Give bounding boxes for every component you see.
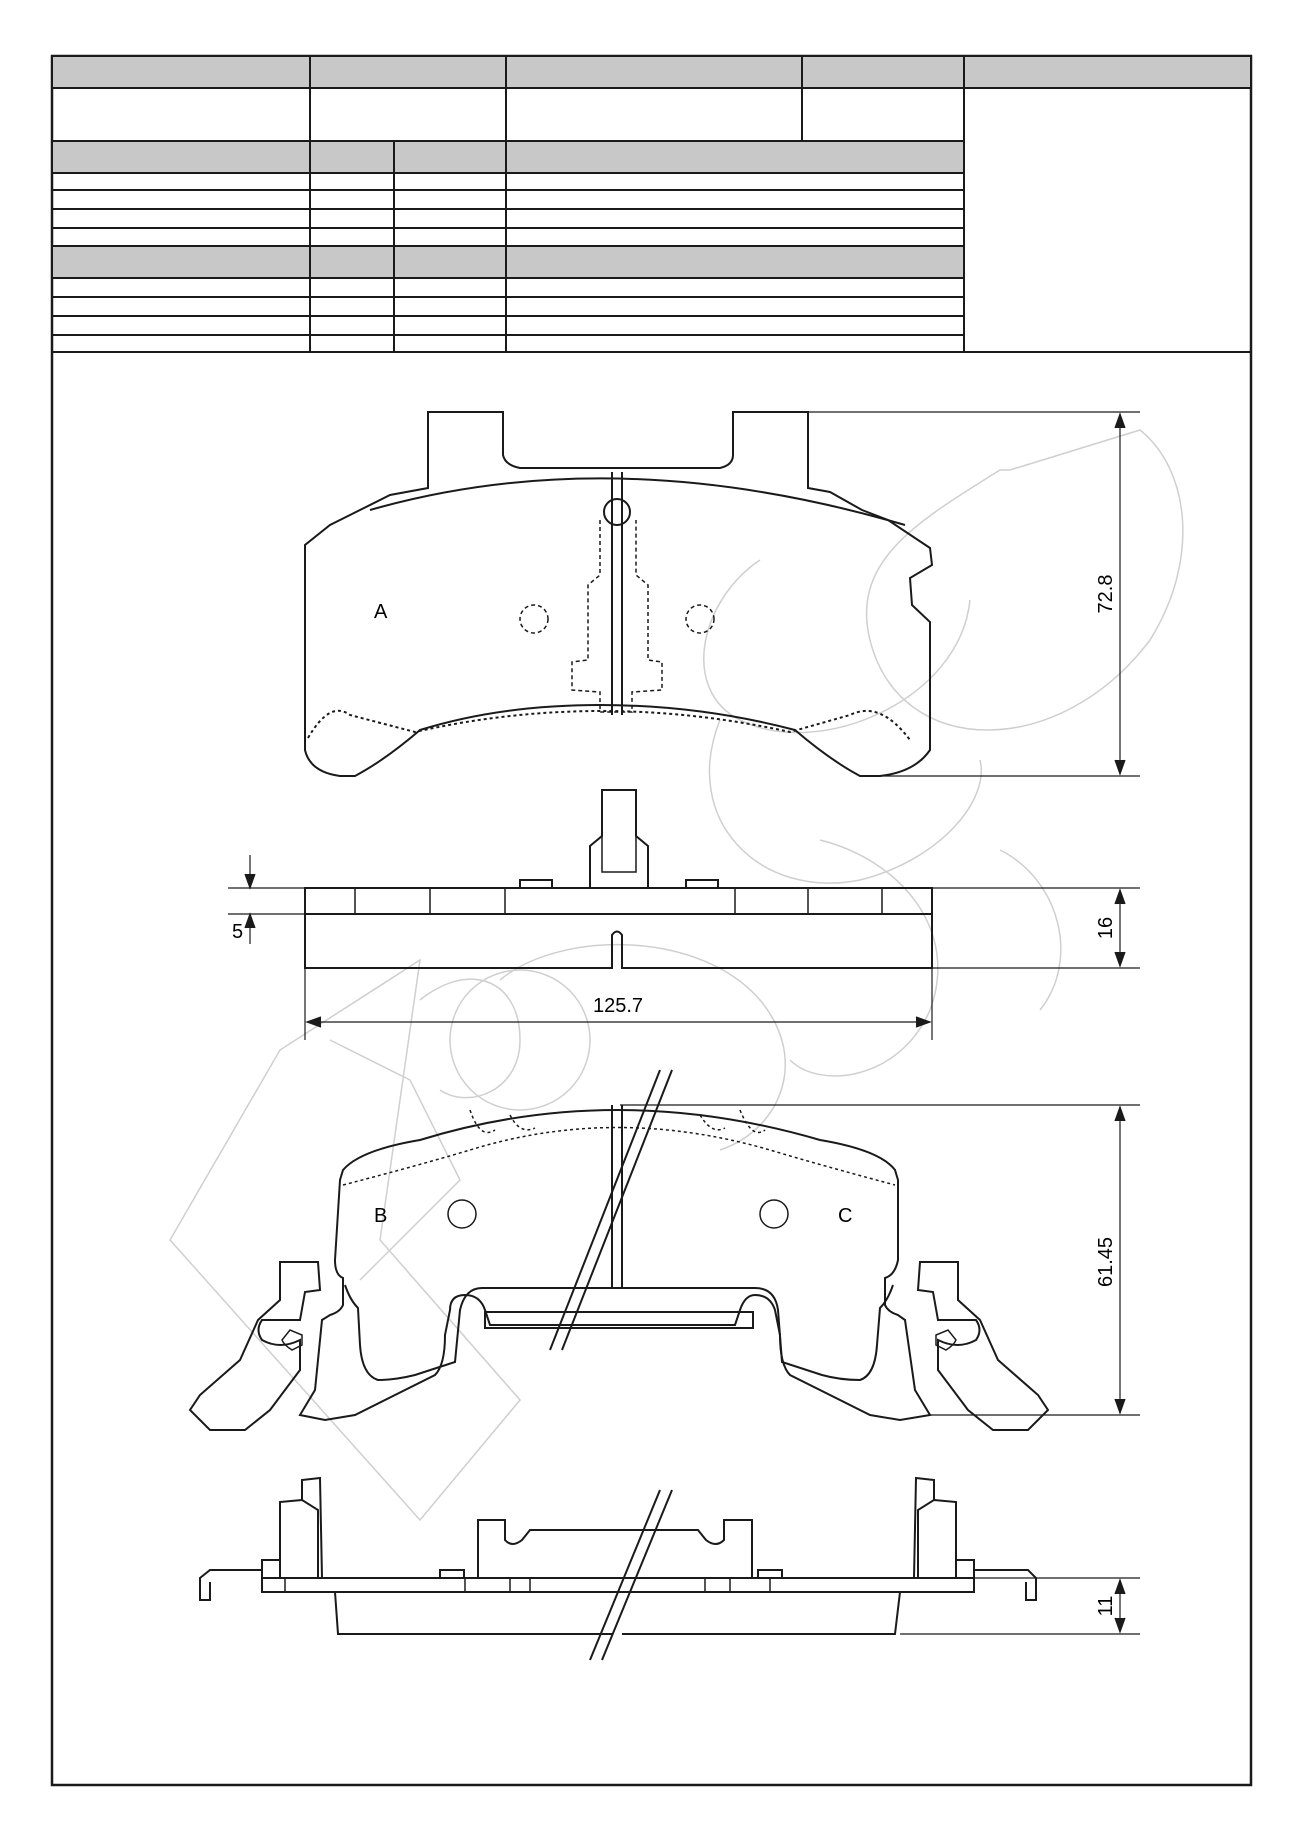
rear-plate-outline [298,1109,932,1422]
dimension-label-72-8: 72.8 [1095,575,1117,614]
dimension-width [304,968,933,1040]
dimension-height-bottom [620,1104,1140,1416]
break-line-2 [561,1069,673,1351]
rear-hole-left [447,1199,477,1229]
dimension-label-11: 11 [1095,1596,1117,1617]
spec-header-row-2 [51,245,965,279]
dimension-label-16: 16 [1095,917,1117,939]
centre-pin-hole [603,498,631,526]
dimension-label-125-7: 125.7 [593,995,643,1017]
bottom-clip-right [913,1476,1037,1601]
clip-right [916,1261,1050,1431]
dimension-label-5: 5 [232,921,243,943]
title-header-row [51,55,1252,89]
dimension-height-top [808,411,1140,777]
friction-top-arc [369,477,906,526]
view-label-b: B [374,1205,387,1227]
dimension-label-61-45: 61.45 [1095,1237,1117,1287]
rear-hole-right [759,1199,789,1229]
wear-sensor-clip [589,789,649,888]
backing-plate-outline [304,411,934,777]
friction-bottom-arc [307,709,911,741]
view-label-c: C [838,1205,852,1227]
mounting-hole-right [685,604,715,634]
rear-inner-plate [344,1284,894,1382]
dimension-thickness-top [932,887,1140,969]
pad-side-view-bottom [199,1476,1037,1661]
pad-front-view-a [304,411,934,777]
spec-header-row-1 [51,140,965,174]
mounting-hole-left [519,604,549,634]
pad-rear-view-bc [188,1069,1050,1431]
dimension-wear-indicator [228,855,305,944]
break-line-1 [549,1069,661,1351]
bottom-centre-boss [477,1519,753,1578]
pad-side-view-top [304,789,933,969]
wear-sensor-slot [571,520,663,713]
bottom-clip-left [199,1476,323,1601]
watermark-logo [169,429,1184,1522]
view-label-a: A [374,601,388,623]
rear-centre-tab [484,1311,754,1329]
clip-left [188,1261,322,1431]
break-line-4 [601,1489,673,1661]
dimension-thickness-bottom [900,1577,1140,1635]
break-line-3 [589,1489,661,1661]
title-block [51,55,1252,353]
